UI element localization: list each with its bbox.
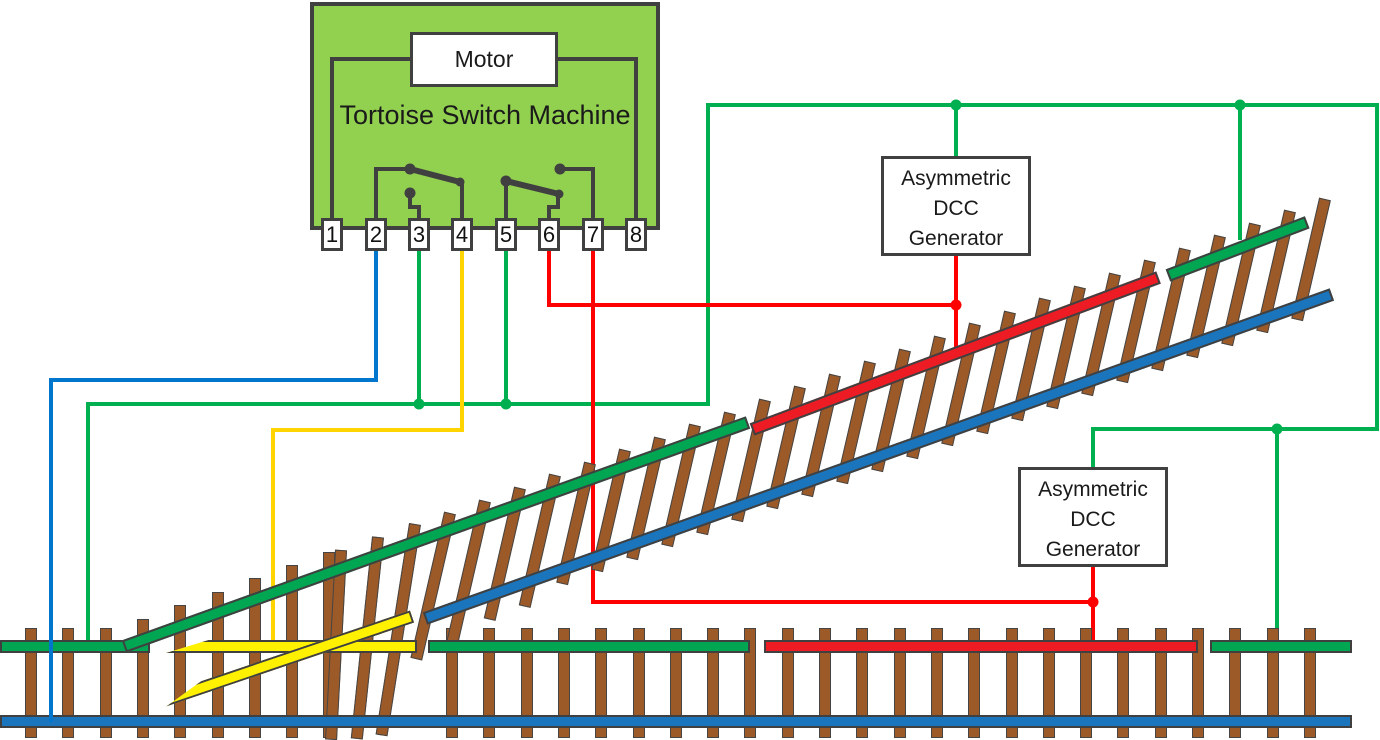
rail-bottom-blue — [0, 715, 1352, 728]
asymmetric-dcc-generator-2: Asymmetric DCC Generator — [1018, 467, 1168, 567]
tie — [25, 628, 37, 738]
tie — [707, 628, 720, 738]
terminal-5: 5 — [495, 218, 517, 251]
terminal-1: 1 — [321, 218, 343, 251]
terminal-7: 7 — [582, 218, 604, 251]
generator-label-line: DCC — [933, 197, 979, 220]
tie — [632, 628, 645, 738]
terminal-3: 3 — [408, 218, 430, 251]
tie — [893, 628, 906, 738]
tie — [483, 628, 496, 738]
terminal-4: 4 — [451, 218, 473, 251]
asymmetric-dcc-generator-1: Asymmetric DCC Generator — [881, 156, 1031, 256]
generator-label-line: Asymmetric — [901, 167, 1011, 190]
tortoise-title: Tortoise Switch Machine — [339, 100, 631, 130]
rail-bottom-green-middle — [428, 640, 750, 653]
tie — [1192, 628, 1204, 738]
generator-label-line: Generator — [908, 227, 1004, 250]
motor-box: Motor — [410, 32, 558, 87]
terminal-8: 8 — [625, 218, 647, 251]
tie — [819, 628, 831, 738]
tie — [557, 628, 570, 738]
terminal-6: 6 — [538, 218, 560, 251]
tie — [1229, 628, 1242, 738]
tie — [1005, 628, 1018, 738]
tie — [669, 628, 682, 738]
motor-label: Motor — [454, 46, 514, 72]
tie — [744, 628, 757, 738]
green-wire — [86, 103, 1379, 646]
tie — [930, 628, 943, 738]
rail-diverging-blue — [422, 288, 1335, 625]
tie — [856, 628, 869, 738]
tie — [520, 628, 533, 738]
tie — [1154, 628, 1167, 738]
tie — [1042, 628, 1055, 738]
tie — [968, 628, 981, 738]
generator-label-line: Asymmetric — [1038, 478, 1148, 501]
tie — [1117, 628, 1130, 738]
generator-label-line: Generator — [1045, 538, 1141, 561]
rail-bottom-red — [764, 640, 1198, 653]
tie — [1080, 628, 1093, 738]
tie — [1266, 628, 1279, 738]
rail-bottom-green-right — [1210, 640, 1352, 653]
tie — [595, 628, 608, 738]
tie — [1303, 628, 1316, 738]
terminal-2: 2 — [365, 218, 387, 251]
generator-label-line: DCC — [1070, 508, 1116, 531]
tie — [781, 628, 794, 738]
